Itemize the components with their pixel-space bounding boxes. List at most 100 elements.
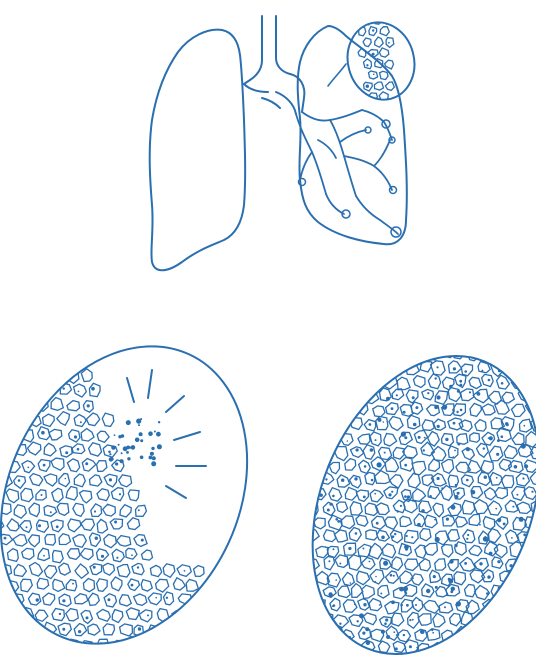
speckle	[315, 352, 320, 357]
speckle	[329, 503, 332, 506]
lungs-overview-panel	[150, 15, 423, 270]
alveolus-cell	[465, 585, 476, 597]
alveolus-cell	[29, 324, 42, 335]
speckle	[294, 511, 299, 516]
alveolus-cell	[386, 38, 394, 48]
alveolus-cell	[462, 639, 473, 652]
cell-dot	[453, 367, 456, 370]
alveolus-cell	[517, 502, 531, 513]
alveolus-cell	[422, 389, 434, 400]
alveolus-cell	[132, 652, 144, 657]
speckle	[365, 627, 369, 631]
speckle	[354, 604, 356, 606]
alveolus-cell	[294, 529, 308, 540]
cell-dot	[303, 434, 306, 437]
cell-dot	[64, 328, 67, 331]
cell-dot	[355, 532, 358, 535]
speckle	[449, 559, 453, 563]
cell-dot	[427, 392, 429, 394]
alveolus-cell	[294, 390, 306, 401]
cell-dot	[138, 627, 141, 630]
alveolus-cell	[67, 459, 79, 472]
alveolus-cell	[489, 529, 501, 543]
alveolus-cell	[127, 518, 139, 530]
cell-dot	[147, 614, 149, 616]
alveolus-cell	[53, 579, 65, 591]
speckle	[448, 579, 453, 584]
alveolus-cell	[481, 628, 493, 640]
cell-dot	[62, 599, 65, 602]
alveolus-cell	[75, 564, 88, 578]
cell-dot	[56, 645, 60, 649]
alveolus-cell	[393, 500, 405, 513]
alveolus-cell	[374, 82, 383, 90]
alveolus-cell	[532, 615, 536, 626]
cell-dot	[85, 462, 88, 465]
cell-dot	[362, 632, 365, 635]
alveolus-cell	[469, 514, 480, 525]
alveoli-localized-panel	[0, 306, 294, 657]
alveolus-cell	[74, 384, 87, 397]
cell-dot	[93, 566, 96, 569]
speckle	[390, 574, 393, 577]
alveolus-cell	[363, 613, 376, 625]
alveolus-cell	[309, 388, 319, 400]
cell-dot	[299, 648, 301, 650]
speckle	[505, 588, 508, 591]
alveolus-cell	[29, 626, 40, 638]
cell-dot	[373, 74, 375, 76]
speckle	[381, 630, 385, 634]
cell-dot	[115, 462, 118, 465]
alveolus-cell	[406, 390, 418, 403]
alveolus-cell	[7, 429, 19, 442]
speckle	[421, 509, 425, 513]
speckle	[338, 356, 342, 360]
cell-dot	[56, 525, 59, 528]
alveolus-cell	[111, 577, 122, 591]
alveolus-cell	[29, 563, 42, 577]
trachea	[244, 16, 290, 84]
cell-dot	[380, 593, 382, 595]
alveolus-cell	[88, 624, 100, 635]
alveolus-cell	[22, 340, 35, 353]
alveolus-cell	[112, 549, 124, 562]
alveolus-cell	[172, 611, 185, 622]
cell-dot	[41, 494, 43, 496]
alveolus-cell	[348, 555, 361, 570]
alveolus-cell	[300, 544, 313, 558]
alveolus-cell	[104, 534, 117, 547]
cell-dot	[487, 575, 490, 578]
cell-dot	[59, 613, 61, 615]
speckle	[139, 432, 143, 436]
alveolus-cell	[68, 519, 81, 532]
alveolus-cell	[43, 593, 55, 605]
alveolus-cell	[461, 364, 472, 376]
speckle	[151, 447, 154, 450]
alveolus-cell	[375, 362, 389, 375]
cell-dot	[335, 353, 338, 356]
speckle	[469, 391, 471, 393]
speckle	[302, 494, 306, 498]
alveolus-cell	[352, 584, 363, 598]
alveolus-cell	[28, 535, 39, 547]
cell-dot	[48, 356, 51, 359]
alveolus-cell	[52, 339, 64, 351]
cell-dot	[387, 20, 390, 23]
speckle	[419, 341, 423, 345]
cell-dot	[303, 606, 305, 608]
cell-dot	[87, 404, 90, 407]
alveolus-cell	[148, 593, 161, 605]
alveolus-cell	[74, 654, 86, 657]
speckle	[363, 496, 366, 499]
cell-dot	[72, 583, 74, 585]
alveolus-cell	[340, 403, 355, 418]
speckle	[328, 592, 332, 596]
alveolus-cell	[45, 535, 56, 546]
alveolus-cell	[126, 548, 137, 559]
alveolus-cell	[36, 340, 48, 354]
speckle	[301, 608, 306, 613]
speckle	[455, 495, 459, 499]
alveolus-cell	[433, 613, 445, 627]
alveolus-cell	[492, 557, 503, 568]
alveolus-cell	[364, 59, 372, 69]
